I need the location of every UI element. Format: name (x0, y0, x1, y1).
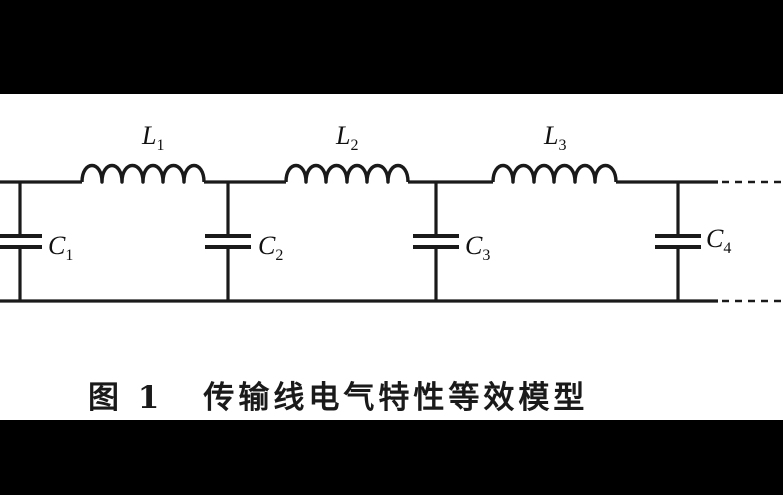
inductor-1-label: L1 (141, 121, 164, 154)
inductor-coil-2 (284, 163, 410, 184)
inductor-coil-1 (80, 163, 206, 184)
capacitor-2-label: C2 (258, 231, 283, 264)
figure-frame: L1 L2 L3 C1 C2 C3 C4 图 1 传输线电气特性等效模型 (0, 94, 783, 420)
inductor-2-label: L2 (335, 121, 358, 154)
circuit-diagram: L1 L2 L3 C1 C2 C3 C4 (0, 121, 783, 303)
capacitor-3-label: C3 (465, 231, 490, 264)
figure-title: 传输线电气特性等效模型 (203, 380, 589, 416)
inductor-coil-3 (491, 163, 618, 184)
figure-caption: 图 1 传输线电气特性等效模型 (88, 372, 588, 417)
capacitor-4-label: C4 (706, 224, 731, 257)
inductor-3-label: L3 (543, 121, 566, 154)
figure-number: 图 1 (88, 380, 164, 416)
capacitor-1-label: C1 (48, 231, 73, 264)
